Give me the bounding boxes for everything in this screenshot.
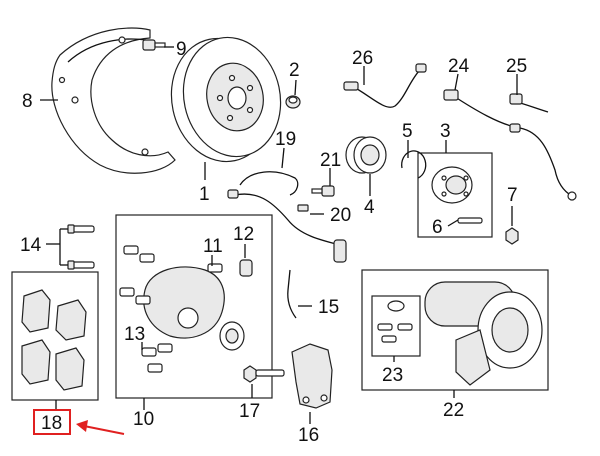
callout-19: 19 <box>275 129 296 150</box>
callout-16: 16 <box>298 425 319 446</box>
callout-8: 8 <box>22 91 33 112</box>
callout-14: 14 <box>20 235 42 256</box>
callout-24: 24 <box>448 56 470 77</box>
caliper-clip-part <box>287 269 297 319</box>
cap-part <box>285 95 301 109</box>
highlight-callout-18 <box>33 409 125 435</box>
callout-15: 15 <box>318 297 339 318</box>
parking-brake-actuator-part <box>424 281 543 386</box>
sensor-bolt-part <box>311 185 335 197</box>
callout-23: 23 <box>382 365 403 386</box>
brake-pads-part <box>21 289 87 391</box>
highlight-arrow-line <box>83 425 125 435</box>
callout-5: 5 <box>402 121 413 142</box>
caliper-part <box>119 245 253 373</box>
callout-26: 26 <box>352 48 373 69</box>
callout-21: 21 <box>320 150 341 171</box>
abs-sensor-harness-part <box>227 171 347 263</box>
axle-nut-part <box>505 227 519 245</box>
callout-9: 9 <box>176 39 187 60</box>
hub-group-box <box>417 152 493 238</box>
caliper-group-box <box>115 214 273 399</box>
actuator-group-box <box>361 269 549 391</box>
brake-pad-set-box <box>11 271 99 401</box>
callout-25: 25 <box>506 56 527 77</box>
seal-kit-part <box>377 300 413 343</box>
callout-11: 11 <box>203 236 223 257</box>
callout-7: 7 <box>507 185 518 206</box>
caliper-bracket-part <box>291 343 333 409</box>
sensor-wire-part <box>343 63 427 108</box>
wheel-bearing-part <box>345 136 387 174</box>
callout-4: 4 <box>364 197 375 218</box>
shield-bolt-part <box>142 39 166 51</box>
callout-1: 1 <box>199 184 210 205</box>
callout-17: 17 <box>239 401 260 422</box>
leader-lines <box>40 46 518 424</box>
wheel-hub-part <box>431 166 483 224</box>
callout-20: 20 <box>330 205 351 226</box>
callout-2: 2 <box>289 60 300 81</box>
callout-12: 12 <box>233 224 254 245</box>
guide-pins-part <box>67 224 95 270</box>
highlight-box <box>33 409 71 435</box>
wiring-harness-part <box>443 89 577 201</box>
snap-ring-part <box>401 150 427 179</box>
callout-22: 22 <box>443 400 464 421</box>
bracket-bolt-part <box>243 365 285 383</box>
callout-18: 18 <box>41 413 62 434</box>
actuator-seal-kit-box <box>371 295 421 357</box>
callout-6: 6 <box>432 217 443 238</box>
splash-shield-part <box>51 27 176 174</box>
callout-labels: 8 9 1 2 26 24 25 5 3 19 21 4 20 6 7 14 1… <box>20 39 527 446</box>
highlight-arrow-head <box>76 420 88 432</box>
callout-13: 13 <box>124 324 145 345</box>
brake-rotor-part <box>170 36 282 163</box>
callout-10: 10 <box>133 409 154 430</box>
callout-3: 3 <box>440 121 451 142</box>
